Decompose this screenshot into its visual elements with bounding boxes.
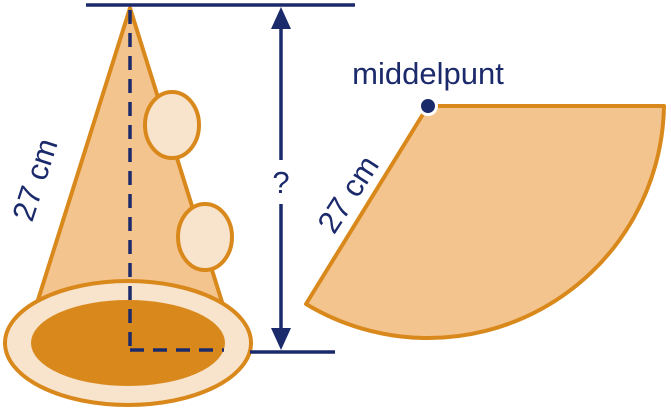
sector-net: middelpunt 27 cm	[304, 56, 666, 340]
height-arrow-head-bottom	[271, 328, 291, 350]
height-measurement: ?	[86, 3, 355, 354]
cone-decoration-lower	[176, 202, 234, 272]
height-label-background	[265, 160, 297, 204]
height-arrow-head-top	[271, 7, 291, 29]
cone-base	[31, 300, 225, 386]
cone-slant-label: 27 cm	[5, 134, 64, 225]
sector-center-point	[418, 96, 438, 116]
center-point-label: middelpunt	[352, 56, 504, 91]
cone-figure	[3, 6, 253, 407]
sector-shape	[304, 104, 666, 340]
height-unknown-label: ?	[272, 165, 289, 200]
cone-decoration-upper	[143, 90, 201, 160]
